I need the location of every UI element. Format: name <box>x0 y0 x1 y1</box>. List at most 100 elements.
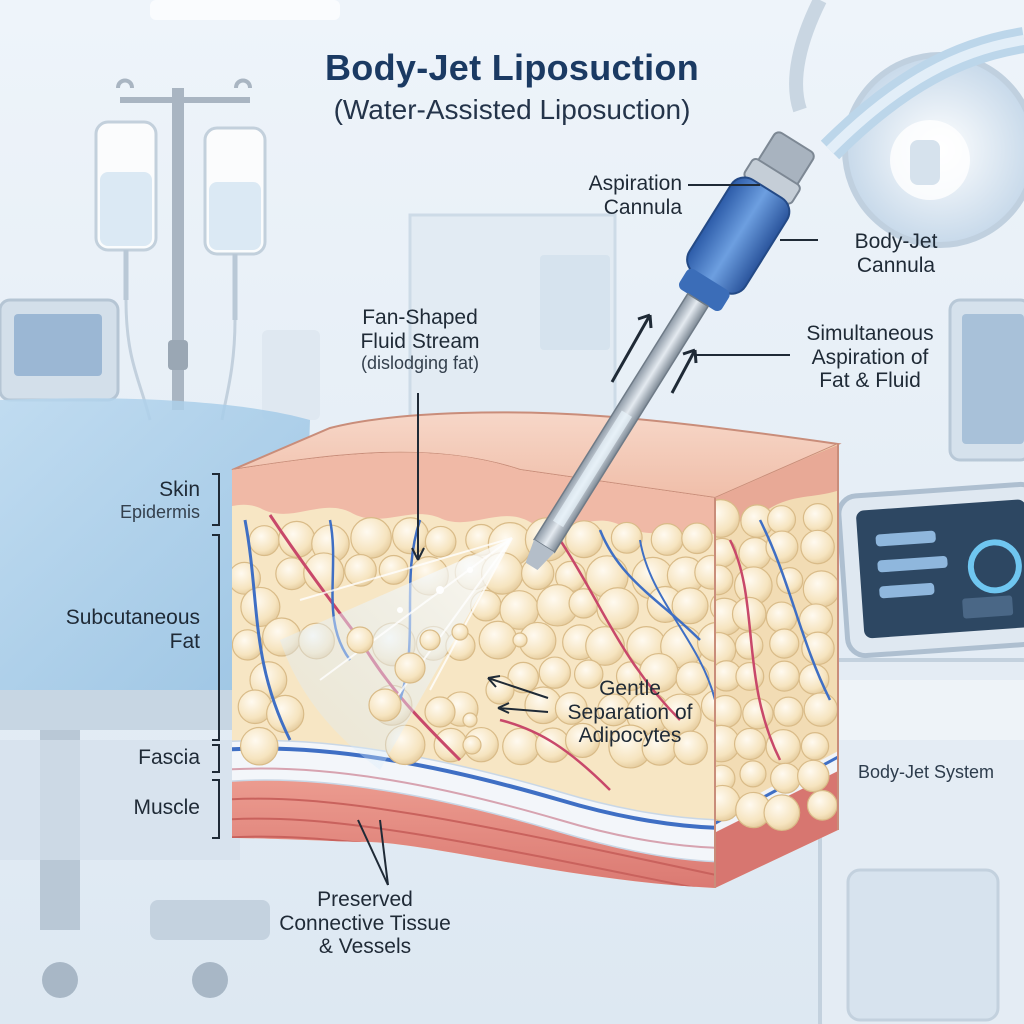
label-epidermis: Epidermis <box>119 501 200 522</box>
label-line: Cannula <box>603 195 682 219</box>
ceiling-light <box>150 0 340 20</box>
adipocyte-cell <box>763 794 801 832</box>
adipocyte-cell <box>394 652 426 684</box>
tissue-side-face <box>715 444 838 888</box>
adipocyte-cell <box>766 505 797 535</box>
adipocyte-cell <box>610 521 643 554</box>
adipocyte-cell <box>696 621 715 663</box>
adipocyte-cell <box>800 732 830 761</box>
adipocyte-cell <box>802 570 838 608</box>
adipocyte-cell <box>239 726 279 766</box>
adipocyte-cell <box>700 689 715 723</box>
adipocyte-cell <box>564 722 601 759</box>
fan-fluid-stream <box>280 538 512 770</box>
stream-rays <box>299 537 513 721</box>
label-line: Simultaneous <box>806 322 934 345</box>
label-line: Aspiration of <box>811 345 929 369</box>
leader-lines <box>212 184 818 886</box>
adipocyte-cell <box>715 499 740 538</box>
label-line: Subcutaneous <box>65 606 200 629</box>
adipocyte-cell <box>502 727 540 766</box>
label-preserved-tissue: Preserved Connective Tissue & Vessels <box>250 888 480 959</box>
label-line: Gentle <box>599 677 661 700</box>
adipocyte-cell <box>797 759 830 793</box>
label-line: Connective Tissue <box>279 911 451 935</box>
adipocyte-cell <box>806 789 838 821</box>
label-adipocyte-separation: Gentle Separation of Adipocytes <box>540 677 720 748</box>
label-note: (dislodging fat) <box>360 353 480 374</box>
adipocyte-cell <box>734 631 764 660</box>
page-subtitle: (Water-Assisted Liposuction) <box>333 94 691 125</box>
adipocyte-cell <box>765 601 798 634</box>
adipocyte-cell <box>733 727 767 761</box>
label-line: Aspiration <box>588 172 682 195</box>
wall-dispenser <box>262 330 320 420</box>
label-simultaneous-aspiration: Simultaneous Aspiration of Fat & Fluid <box>770 322 970 393</box>
label-subcutaneous-fat: Subcutaneous Fat <box>20 606 200 653</box>
adipocyte-cell <box>568 588 599 619</box>
label-line: Fluid Stream <box>360 329 480 353</box>
label-line: Cannula <box>856 253 936 277</box>
label-bodyjet-cannula: Body-Jet Cannula <box>826 230 966 277</box>
adipocyte-cell <box>462 735 482 755</box>
adipocyte-cell <box>478 620 518 660</box>
label-fan-stream: Fan-Shaped Fluid Stream (dislodging fat) <box>320 306 520 373</box>
adipocyte-cell <box>681 522 713 555</box>
door-window <box>540 255 610 350</box>
adipocyte-cell <box>368 688 402 722</box>
adipocyte-cell <box>803 692 838 727</box>
adipocyte-cell <box>564 520 604 559</box>
tubing-highlight <box>826 35 1024 154</box>
label-fascia: Fascia <box>138 746 200 769</box>
adipocyte-cell <box>773 696 804 727</box>
adipocyte-cell <box>424 696 456 728</box>
bodyjet-cannula-assembly <box>525 131 815 571</box>
label-line: Fat <box>169 629 200 653</box>
label-skin: Skin Epidermis <box>60 478 200 522</box>
adipocyte-cell <box>769 762 802 794</box>
patient-monitor <box>0 298 120 402</box>
adipocyte-cell <box>650 522 684 556</box>
adipocyte-cell <box>709 590 715 623</box>
adipocyte-cell <box>739 760 767 788</box>
adipocyte-cell <box>742 697 774 730</box>
adipocyte-cell <box>462 712 478 728</box>
adipocyte-cell <box>346 626 374 654</box>
aspiration-flow-arrows <box>610 313 698 394</box>
adipocyte-cell <box>232 629 264 661</box>
label-line: Fan-Shaped <box>362 306 478 329</box>
adipocyte-cell <box>344 553 377 587</box>
iv-pole <box>94 78 267 421</box>
label-line: Adipocytes <box>578 724 682 748</box>
adipocyte-cell <box>378 554 409 585</box>
adipocyte-cell <box>769 628 800 659</box>
adipocyte-cell <box>507 661 540 694</box>
label-line: Separation of <box>567 700 693 724</box>
separated-adipocytes <box>346 623 528 755</box>
adipocyte-cell <box>671 587 709 625</box>
bodyjet-system-device <box>818 481 1024 1024</box>
adipocyte-cell <box>419 629 441 651</box>
adipocyte-cell <box>765 729 802 765</box>
adipocyte-cell <box>765 530 799 564</box>
page-title: Body-Jet Liposuction <box>325 47 699 88</box>
adipocyte-cell <box>715 564 734 596</box>
wall-monitor <box>948 298 1024 462</box>
adipocyte-cell <box>240 586 281 628</box>
adipocyte-cell <box>735 661 765 691</box>
adipocyte-cell <box>738 537 772 571</box>
adipocyte-cell <box>673 730 708 766</box>
adipocyte-cell <box>800 529 835 565</box>
adipocyte-cell <box>554 691 588 725</box>
label-line: Body-Jet <box>854 230 938 253</box>
adipocyte-cell <box>585 626 625 666</box>
adipocyte-cell <box>538 656 572 689</box>
label-line: Fat & Fluid <box>819 369 921 393</box>
adipocyte-cell <box>802 503 833 534</box>
label-line: Preserved <box>317 888 413 911</box>
label-line: Skin <box>159 478 200 501</box>
adipocyte-cell <box>694 554 715 590</box>
adipocyte-cell <box>350 516 392 559</box>
adipocyte-cell <box>424 525 457 558</box>
